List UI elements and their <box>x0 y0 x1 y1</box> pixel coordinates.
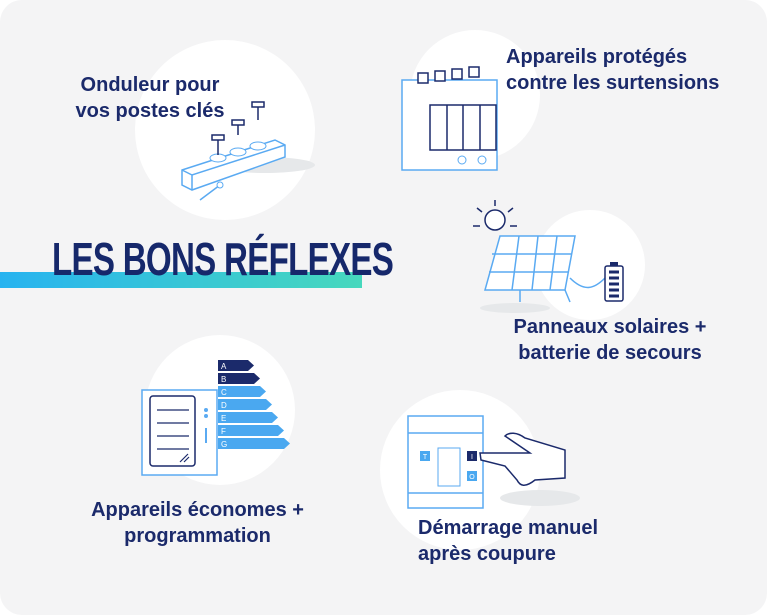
energy-class-bar <box>218 412 278 423</box>
energy-class-label: D <box>221 401 227 410</box>
solar-panel-battery-icon <box>473 200 624 313</box>
energy-class-bar <box>218 438 290 449</box>
energy-class-label: B <box>221 375 226 384</box>
energy-class-bar <box>218 360 254 371</box>
label-line: Appareils économes + <box>91 499 304 521</box>
energy-class-label: A <box>221 362 227 371</box>
energy-class-bar <box>218 386 266 397</box>
energy-class-label: E <box>221 414 226 423</box>
label-line: batterie de secours <box>518 342 702 364</box>
item-economes-label: Appareils économes + programmation <box>85 497 310 549</box>
item-solaire-label: Panneaux solaires + batterie de secours <box>505 314 715 366</box>
energy-class-label: C <box>221 388 227 397</box>
label-line: après coupure <box>418 543 556 565</box>
label-line: contre les surtensions <box>506 72 720 94</box>
item-demarrage-label: Démarrage manuel après coupure <box>418 515 598 567</box>
energy-class-bar <box>218 373 260 384</box>
manual-switch-icon: T I O <box>407 415 580 509</box>
switch-button-o: O <box>469 474 475 481</box>
page-title: LES BONS RÉFLEXES <box>52 233 394 285</box>
energy-class-label: G <box>221 440 227 449</box>
energy-class-label: F <box>221 427 226 436</box>
label-line: programmation <box>124 525 271 547</box>
label-line: vos postes clés <box>75 100 225 122</box>
label-line: Démarrage manuel <box>418 517 599 539</box>
energy-class-bar <box>218 399 272 410</box>
label-line: Onduleur pour <box>80 74 220 96</box>
power-strip-icon <box>181 101 315 201</box>
label-line: Appareils protégés <box>506 46 688 68</box>
item-onduleur-label: Onduleur pour vos postes clés <box>70 72 230 124</box>
switch-button-i: I <box>471 454 473 461</box>
item-surtensions-label: Appareils protégés contre les surtension… <box>506 44 719 96</box>
surge-protector-icon <box>401 66 498 171</box>
switch-button-t: T <box>423 454 428 461</box>
label-line: Panneaux solaires + <box>513 316 707 338</box>
energy-class-bar <box>218 425 284 436</box>
title-underline-bar <box>0 272 362 288</box>
bg-circle <box>135 40 315 220</box>
